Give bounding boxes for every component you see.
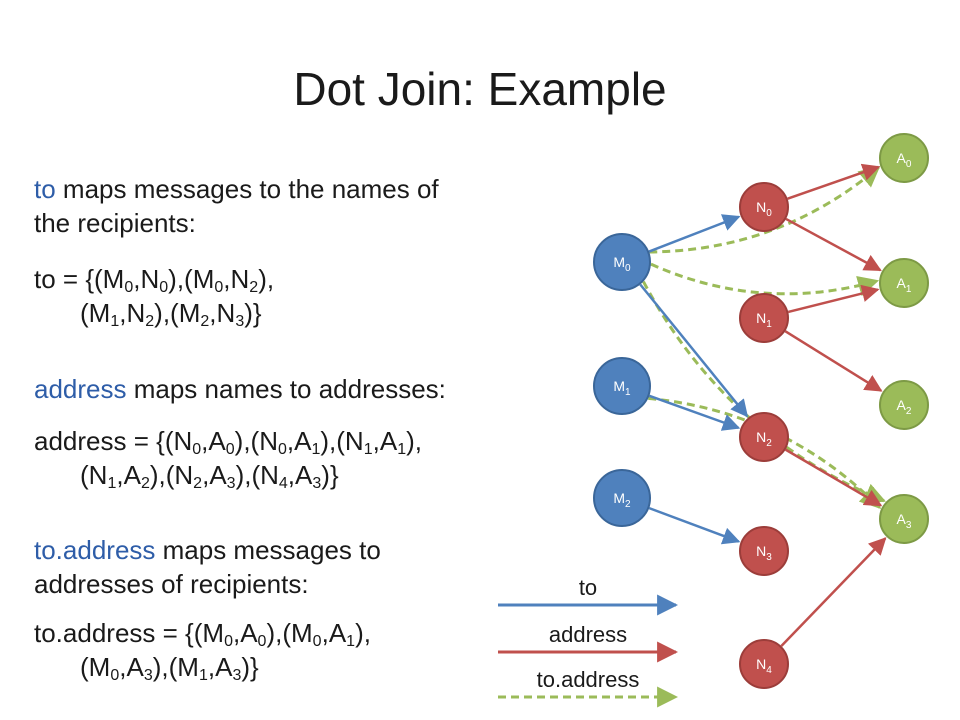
node-A1-circle (879, 258, 929, 308)
node-N4-circle (739, 639, 789, 689)
legend: to address to.address (498, 575, 679, 708)
node-M2-circle (593, 469, 651, 527)
dot-edge-M0-A3 (642, 280, 886, 504)
node-M1-circle (593, 357, 651, 415)
to-keyword: to (34, 174, 56, 204)
address-set-line1: address = {(N0,A0),(N0,A1),(N1,A1), (34, 426, 422, 458)
node-A2: A2 (879, 380, 929, 430)
node-N1: N1 (739, 293, 789, 343)
address-edge-N1-A1 (787, 284, 880, 314)
address-edge-N0-A0 (787, 163, 881, 200)
address-description-text: maps names to addresses: (126, 374, 446, 404)
to-edge-M0-N0 (648, 214, 741, 253)
to-edge-M2-N3 (648, 506, 741, 545)
node-M0-circle (593, 233, 651, 291)
to-edge-M0-N2 (639, 283, 749, 418)
address-edge-N4-A3 (780, 537, 887, 647)
address-keyword: address (34, 374, 127, 404)
node-N2: N2 (739, 412, 789, 462)
address-relation-set: address = {(N0,A0),(N0,A1),(N1,A1), (N1,… (34, 424, 422, 492)
node-N3-circle (739, 526, 789, 576)
dot-keyword: to.address (34, 535, 156, 565)
node-M1: M1 (593, 357, 651, 415)
dot-edge-M0-A1 (650, 262, 880, 297)
node-A3-circle (879, 494, 929, 544)
node-N0: N0 (739, 182, 789, 232)
to-relation-set: to = {(M0,N0),(M0,N2), (M1,N2),(M2,N3)} (34, 262, 274, 330)
to-edge-M1-N2 (648, 394, 741, 431)
to-description-text: maps messages to the names of (55, 174, 439, 204)
node-N3: N3 (739, 526, 789, 576)
to-description: to maps messages to the names of the rec… (34, 172, 439, 240)
node-A0-circle (879, 133, 929, 183)
address-edge-N2-A3 (784, 448, 883, 507)
node-N2-circle (739, 412, 789, 462)
node-M2: M2 (593, 469, 651, 527)
dot-set-line1: to.address = {(M0,A0),(M0,A1), (34, 618, 371, 650)
dot-description: to.address maps messages to addresses of… (34, 533, 381, 601)
legend-label-dot: to.address (537, 667, 640, 692)
address-edge-N0-A1 (785, 217, 882, 272)
legend-label-to: to (579, 575, 597, 600)
slide-title: Dot Join: Example (293, 63, 667, 115)
node-A2-circle (879, 380, 929, 430)
node-N1-circle (739, 293, 789, 343)
node-M0: M0 (593, 233, 651, 291)
address-set-line2: (N1,A2),(N2,A3),(N4,A3)} (80, 460, 339, 492)
node-N0-circle (739, 182, 789, 232)
node-N4: N4 (739, 639, 789, 689)
node-A1: A1 (879, 258, 929, 308)
to-set-line1: to = {(M0,N0),(M0,N2), (34, 264, 275, 296)
to-description-line2: the recipients: (34, 208, 196, 238)
dot-description-text: maps messages to (155, 535, 381, 565)
to-set-line2: (M1,N2),(M2,N3)} (80, 298, 262, 330)
legend-label-address: address (549, 622, 627, 647)
node-A3: A3 (879, 494, 929, 544)
address-edge-N1-A2 (784, 330, 883, 392)
dot-set-line2: (M0,A3),(M1,A3)} (80, 652, 259, 684)
dot-description-line2: addresses of recipients: (34, 569, 309, 599)
address-description: address maps names to addresses: (34, 372, 446, 406)
node-A0: A0 (879, 133, 929, 183)
dot-relation-set: to.address = {(M0,A0),(M0,A1), (M0,A3),(… (34, 616, 371, 684)
